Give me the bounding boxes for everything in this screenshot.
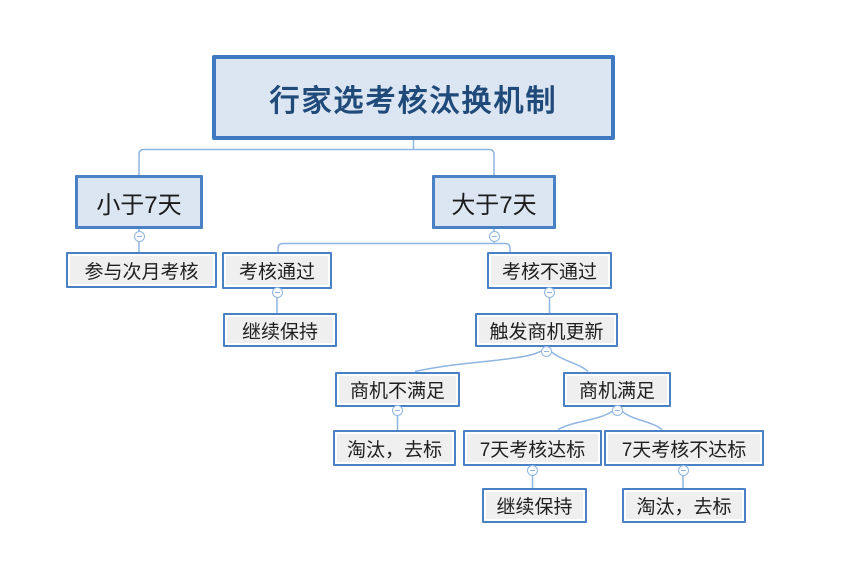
minus-icon <box>395 409 400 411</box>
collapse-toggle-7day-assessment-met[interactable] <box>527 464 538 476</box>
node-assessment-fail[interactable]: 考核不通过 <box>487 252 612 289</box>
minus-icon <box>136 235 142 237</box>
node-root[interactable]: 行家选考核汰换机制 <box>212 55 615 140</box>
node-7day-assessment-met[interactable]: 7天考核达标 <box>463 430 602 466</box>
minus-icon <box>274 291 280 293</box>
collapse-toggle-opportunity-not-met[interactable] <box>392 404 403 416</box>
node-opportunity-not-met[interactable]: 商机不满足 <box>335 372 460 407</box>
node-eliminate-remove-label-1[interactable]: 淘汰，去标 <box>333 430 456 466</box>
minus-icon <box>491 235 497 237</box>
minus-icon <box>547 291 552 293</box>
node-trigger-opportunity-update[interactable]: 触发商机更新 <box>475 313 618 347</box>
minus-icon <box>544 350 549 352</box>
edge-gt7-to-pass-fail <box>277 242 511 252</box>
collapse-toggle-opportunity-met[interactable] <box>611 404 623 416</box>
node-opportunity-met[interactable]: 商机满足 <box>563 372 671 407</box>
minus-icon <box>680 469 686 471</box>
collapse-toggle-assessment-fail[interactable] <box>544 286 555 298</box>
collapse-toggle-more-than-7-days[interactable] <box>488 230 500 242</box>
node-keep-status-2[interactable]: 继续保持 <box>482 488 587 523</box>
edge-root-to-lt7-gt7 <box>138 148 495 175</box>
node-assessment-pass[interactable]: 考核通过 <box>222 252 332 289</box>
node-7day-assessment-not-met[interactable]: 7天考核不达标 <box>604 430 764 466</box>
node-more-than-7-days[interactable]: 大于7天 <box>432 175 556 229</box>
collapse-toggle-less-than-7-days[interactable] <box>133 230 145 242</box>
collapse-toggle-assessment-pass[interactable] <box>271 286 283 298</box>
node-next-month-assessment[interactable]: 参与次月考核 <box>66 252 217 288</box>
edge-trigger-to-opp-not-met <box>414 346 548 373</box>
node-keep-status-1[interactable]: 继续保持 <box>223 313 337 347</box>
collapse-toggle-7day-assessment-not-met[interactable] <box>677 464 689 476</box>
minus-icon <box>530 469 535 471</box>
node-less-than-7-days[interactable]: 小于7天 <box>75 175 203 229</box>
edge-opp-met-to-d7-not-met <box>616 406 663 431</box>
collapse-toggle-trigger-opportunity-update[interactable] <box>541 345 552 357</box>
edge-trigger-to-opp-met <box>545 346 589 373</box>
edge-opp-met-to-d7-met <box>557 406 618 431</box>
node-eliminate-remove-label-2[interactable]: 淘汰，去标 <box>622 488 746 523</box>
minus-icon <box>614 409 620 411</box>
